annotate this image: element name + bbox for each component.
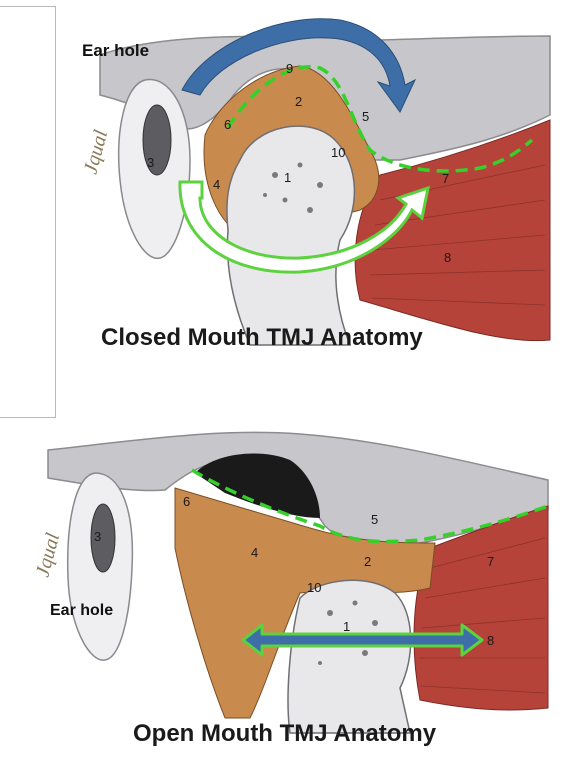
label-9: 9 (288, 496, 295, 511)
open-mouth-title: Open Mouth TMJ Anatomy (133, 720, 437, 747)
label-7: 7 (442, 171, 449, 186)
label-3: 3 (94, 529, 101, 544)
ear-hole-label: Ear hole (50, 602, 113, 619)
label-8: 8 (444, 250, 451, 265)
blue-rotation-arrow-icon (181, 18, 417, 113)
closed-mouth-title: Closed Mouth TMJ Anatomy (101, 324, 423, 351)
green-double-arrow-icon (241, 623, 484, 657)
label-2: 2 (364, 554, 371, 569)
left-border-frame (0, 6, 56, 418)
label-10: 10 (331, 145, 345, 160)
disc-outline-dashed (191, 468, 549, 544)
disc-outline-dashed (226, 65, 534, 173)
label-6: 6 (183, 494, 190, 509)
label-7: 7 (487, 554, 494, 569)
illustrator-signature: Jqual (80, 127, 113, 176)
label-8: 8 (487, 633, 494, 648)
label-4: 4 (251, 545, 258, 560)
lateral-pterygoid-muscle (413, 505, 549, 711)
label-1: 1 (284, 170, 291, 185)
label-2: 2 (295, 94, 302, 109)
ear-hole-label: Ear hole (82, 41, 149, 60)
label-5: 5 (362, 109, 369, 124)
illustrator-signature: Jqual (32, 530, 65, 579)
closed-mouth-illustration: Ear hole Jqual 9 2 6 5 10 3 1 4 7 8 Clos… (80, 18, 551, 351)
label-5: 5 (371, 512, 378, 527)
label-6: 6 (224, 117, 231, 132)
label-9: 9 (286, 61, 293, 76)
label-10: 10 (307, 580, 321, 595)
mandibular-condyle (226, 125, 356, 346)
green-translation-arrow-icon (178, 180, 430, 274)
label-1: 1 (343, 619, 350, 634)
open-mouth-panel: Ear hole Jqual 6 9 5 3 4 2 7 10 1 8 Open… (0, 418, 588, 762)
label-3: 3 (147, 155, 154, 170)
label-4: 4 (213, 177, 220, 192)
mandibular-condyle (287, 579, 412, 734)
articular-fossa (195, 453, 320, 518)
open-mouth-illustration: Ear hole Jqual 6 9 5 3 4 2 7 10 1 8 Open… (32, 431, 549, 747)
closed-mouth-panel: Ear hole Jqual 9 2 6 5 10 3 1 4 7 8 Clos… (0, 0, 588, 370)
